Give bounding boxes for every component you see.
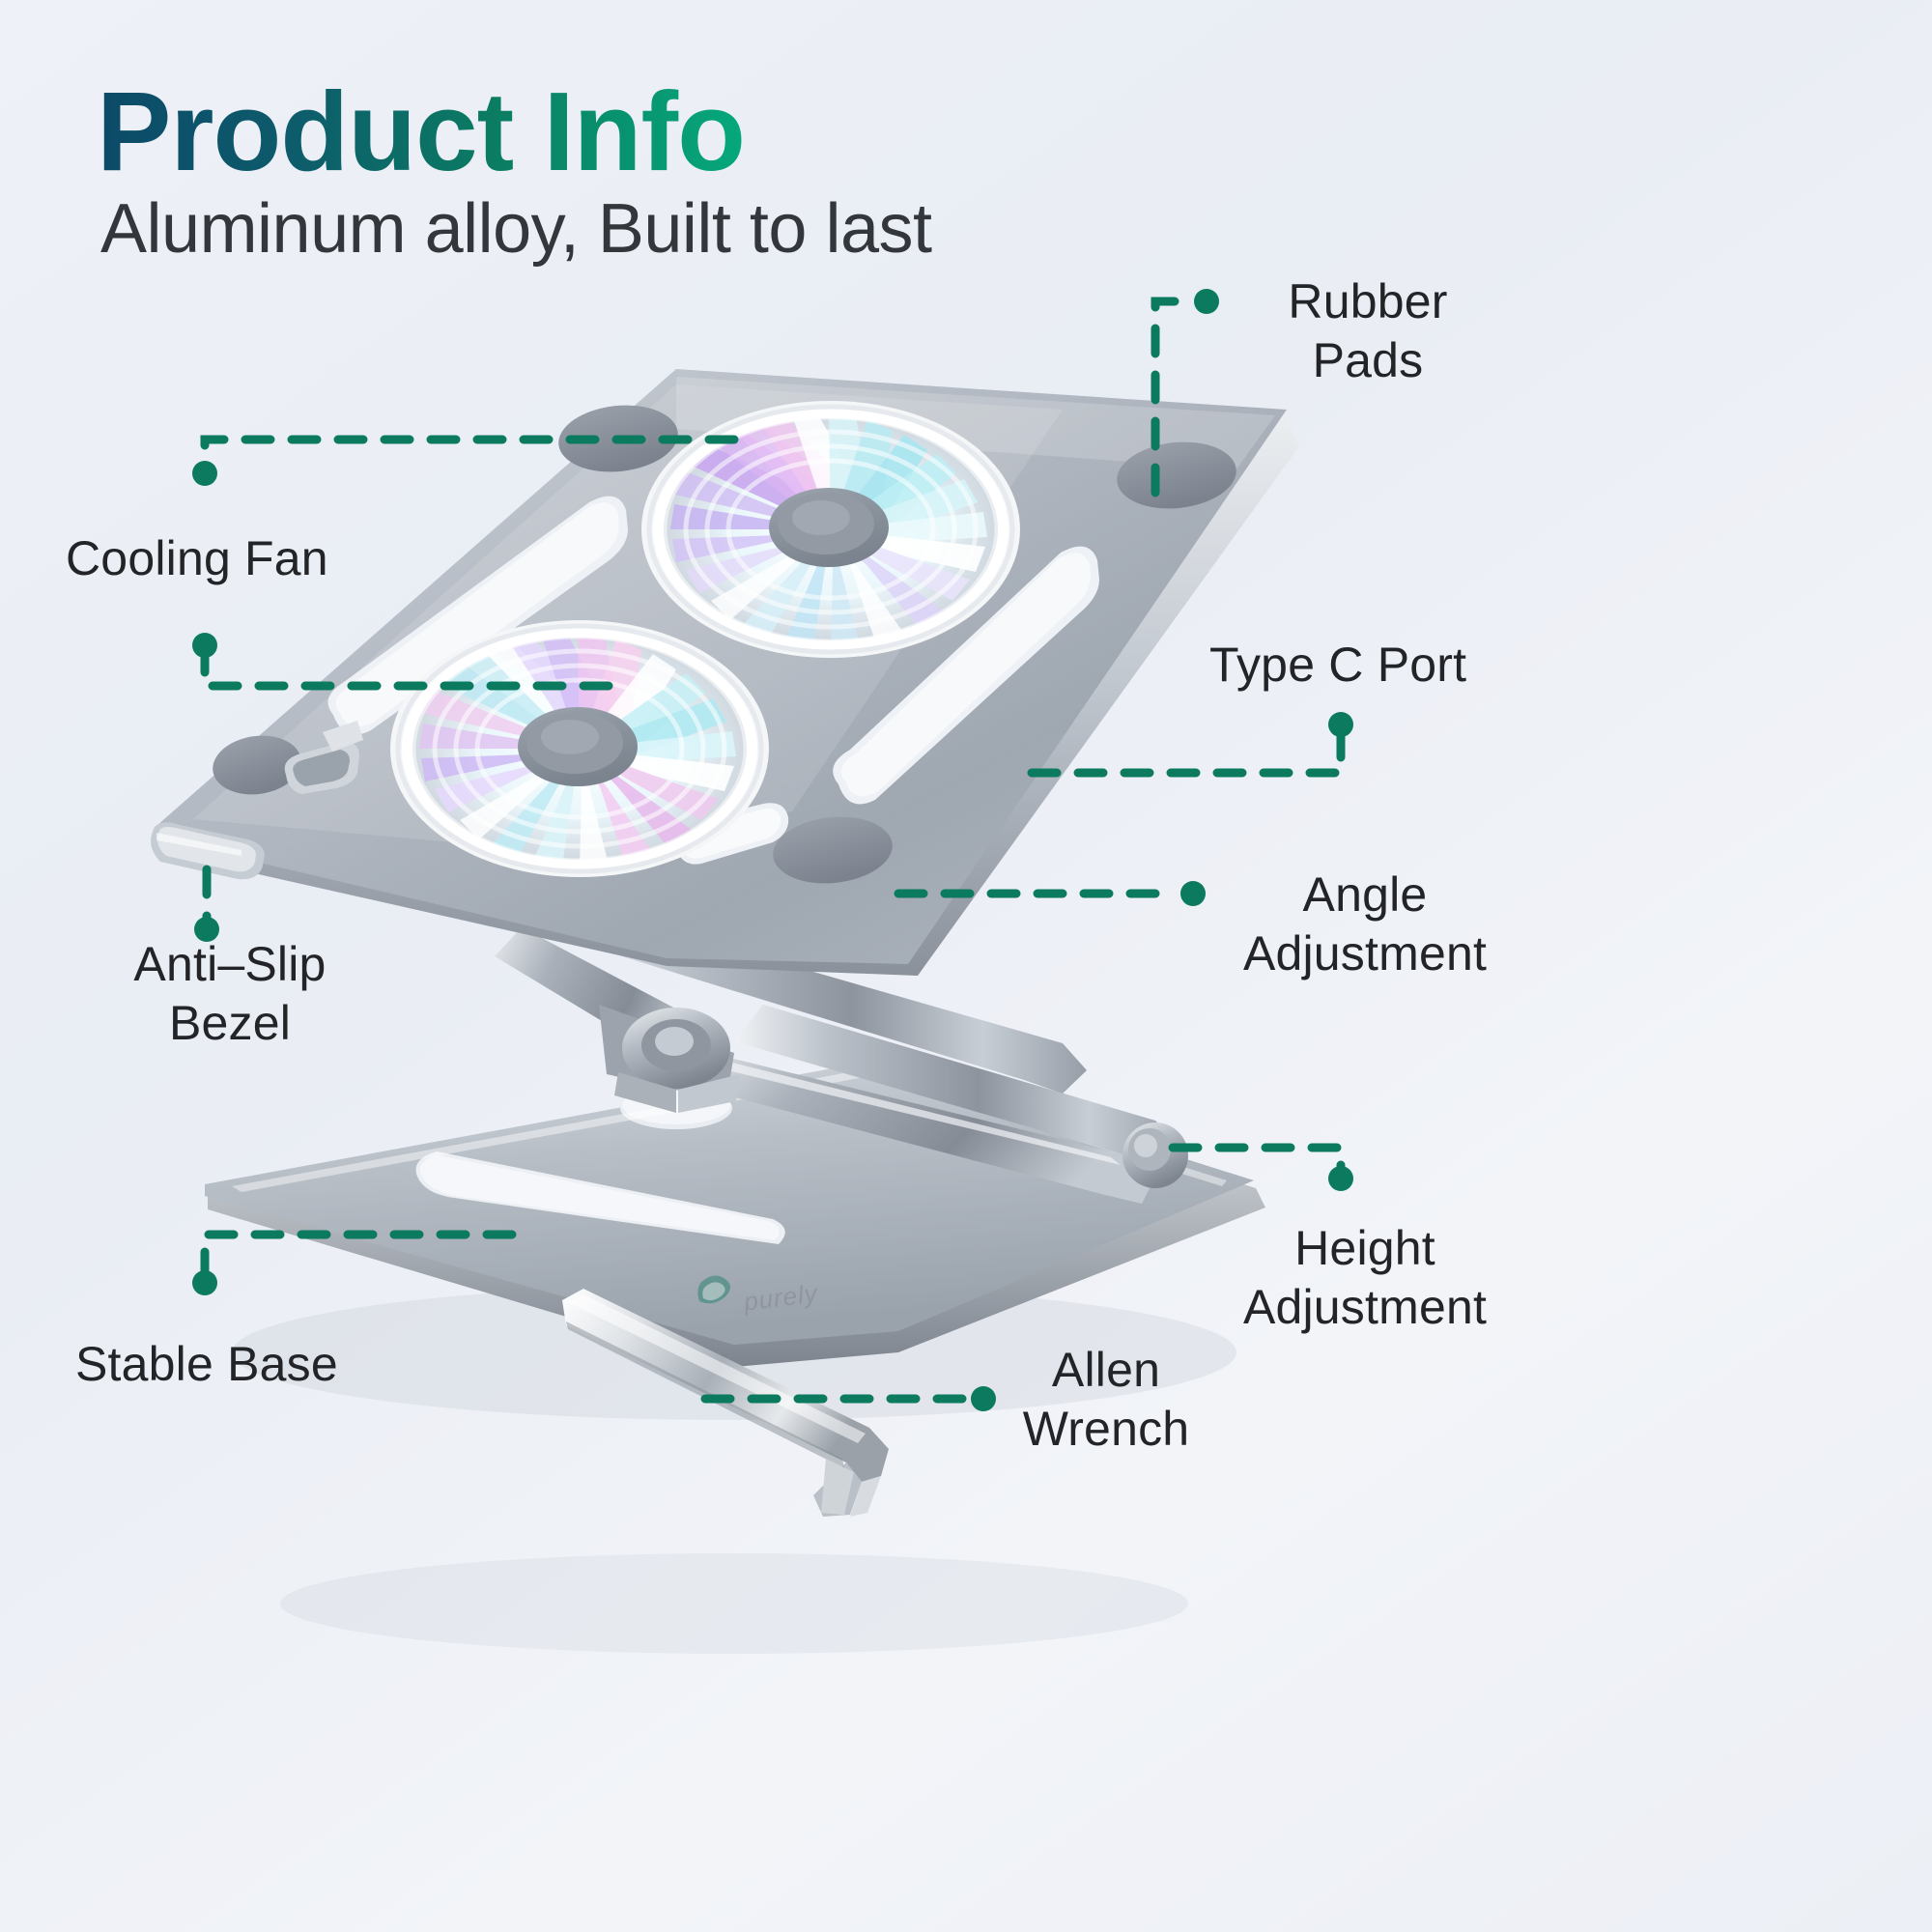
page-subtitle: Aluminum alloy, Built to last: [100, 190, 932, 268]
type-c-port-part: [284, 721, 363, 794]
leader-cooling-fan-lower: [192, 633, 613, 691]
callout-label-allen-wrench: Allen Wrench: [1022, 1343, 1190, 1456]
leader-cooling-fan: [192, 435, 739, 486]
brand-logo: [697, 1275, 731, 1304]
leader-anti-slip-bezel: [194, 865, 219, 942]
height-adjustment-part: [676, 1005, 1188, 1204]
page-title: Product Info: [97, 69, 746, 194]
callout-label-height-adjustment: Height Adjustment: [1242, 1221, 1488, 1334]
callout-label-cooling-fan: Cooling Fan: [66, 531, 328, 585]
callout-label-rubber-pads: Rubber Pads: [1288, 274, 1448, 387]
leader-type-c-port: [1027, 712, 1353, 778]
cooling-fan-lower: [390, 620, 769, 877]
callout-label-anti-slip-bezel: Anti–Slip Bezel: [133, 937, 327, 1050]
leader-allen-wrench: [700, 1386, 996, 1411]
callout-label-stable-base: Stable Base: [75, 1337, 338, 1391]
rubber-pads-part: [213, 405, 1236, 884]
leader-stable-base: [192, 1230, 517, 1295]
leader-angle-adjustment: [894, 881, 1206, 906]
leader-rubber-pads: [1151, 289, 1219, 497]
top-plate: [151, 369, 1299, 976]
leader-height-adjustment: [1168, 1143, 1353, 1191]
anti-slip-bezel-part: [151, 822, 265, 880]
callout-label-type-c-port: Type C Port: [1209, 638, 1467, 692]
cooling-fan-upper: [641, 401, 1020, 658]
callout-label-angle-adjustment: Angle Adjustment: [1242, 867, 1488, 980]
